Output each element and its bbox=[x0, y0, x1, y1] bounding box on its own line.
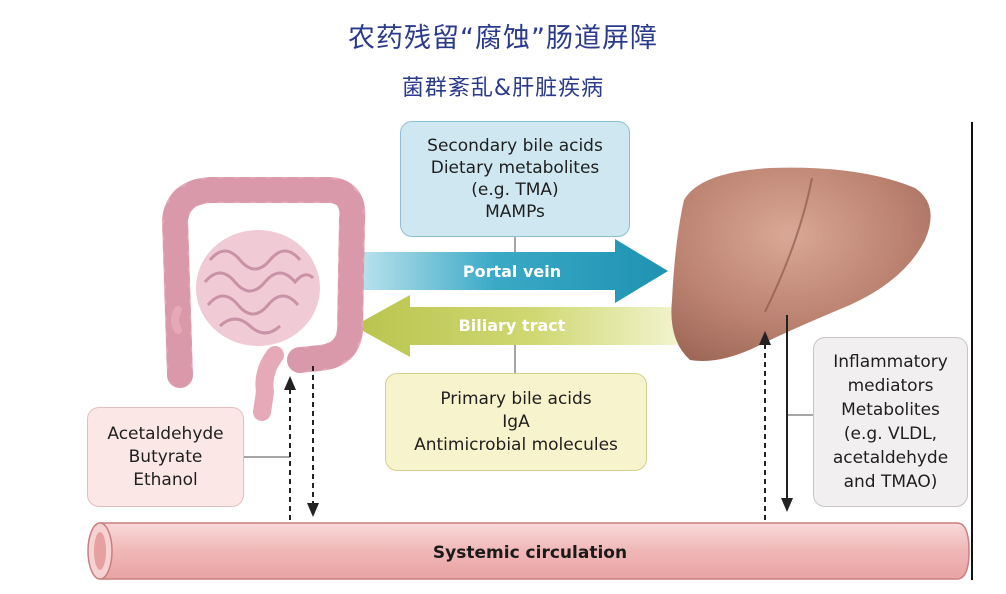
portal-vein-label: Portal vein bbox=[463, 262, 561, 281]
portal-vein-arrow bbox=[355, 239, 668, 303]
box-line: Ethanol bbox=[133, 469, 198, 490]
intestinal-products-box: Secondary bile acids Dietary metabolites… bbox=[400, 121, 630, 237]
box-line: Metabolites bbox=[841, 400, 940, 420]
box-line: Antimicrobial molecules bbox=[414, 434, 618, 455]
systemic-circulation-vessel bbox=[87, 522, 970, 580]
liver-icon bbox=[671, 167, 931, 361]
box-line: (e.g. VLDL, bbox=[843, 424, 938, 444]
box-line: MAMPs bbox=[485, 202, 545, 222]
box-line: mediators bbox=[847, 376, 934, 396]
page-subtitle: 菌群紊乱&肝脏疾病 bbox=[401, 76, 605, 101]
page-title: 农药残留“腐蚀”肠道屏障 bbox=[348, 23, 658, 54]
biliary-tract-arrow bbox=[354, 295, 680, 357]
liver-circulation-arrows bbox=[759, 315, 793, 520]
box-line: Inflammatory bbox=[833, 352, 948, 372]
biliary-tract-label: Biliary tract bbox=[459, 316, 566, 335]
box-line: IgA bbox=[502, 411, 530, 432]
box-line: Acetaldehyde bbox=[107, 423, 224, 444]
box-line: Primary bile acids bbox=[440, 388, 592, 409]
intestine-icon bbox=[161, 177, 366, 421]
liver-products-box: Primary bile acids IgA Antimicrobial mol… bbox=[385, 373, 647, 471]
box-line: (e.g. TMA) bbox=[471, 180, 559, 200]
box-line: acetaldehyde bbox=[832, 448, 949, 468]
box-line: Dietary metabolites bbox=[430, 158, 600, 178]
box-line: and TMAO) bbox=[843, 472, 938, 492]
box-line: Butyrate bbox=[128, 446, 203, 467]
box-line: Secondary bile acids bbox=[427, 136, 603, 156]
liver-mediators-box: Inflammatory mediators Metabolites (e.g.… bbox=[813, 337, 968, 507]
gut-metabolites-box: Acetaldehyde Butyrate Ethanol bbox=[87, 407, 244, 507]
systemic-circulation-label: Systemic circulation bbox=[433, 543, 627, 563]
gut-circulation-arrows bbox=[284, 366, 319, 520]
